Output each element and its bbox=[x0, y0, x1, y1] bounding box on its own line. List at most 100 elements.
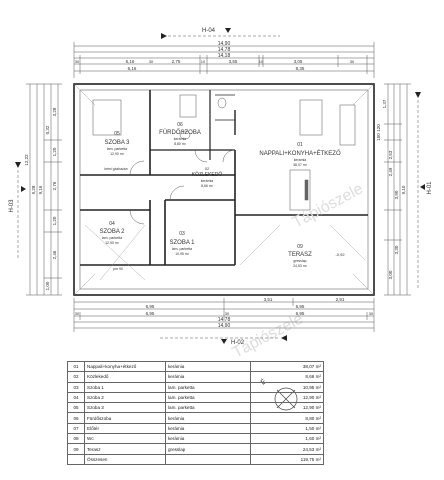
left-dim-2: 1,20 bbox=[52, 147, 57, 156]
watermark-bottom: Tápiószele bbox=[230, 310, 306, 361]
area-cell: 12,90 m² bbox=[250, 402, 324, 414]
bottom-dim-5: 14,90 bbox=[218, 323, 231, 329]
left-dim-8: 9,28 bbox=[31, 185, 36, 194]
room-name-cell: Szoba 3 bbox=[84, 402, 166, 414]
bottom-dim-1b: 2,91 bbox=[336, 297, 345, 302]
room-number-cell: 01 bbox=[67, 360, 85, 373]
top-dim-4g: 10 bbox=[259, 59, 264, 64]
room-number: 06 bbox=[177, 122, 183, 128]
area-cell: 1,50 m² bbox=[250, 422, 324, 435]
room-number: 09 bbox=[297, 244, 303, 250]
room-floor: lam. parketta bbox=[172, 247, 192, 251]
building-walls bbox=[73, 83, 375, 296]
top-dim-3: 14,18 bbox=[218, 53, 231, 59]
top-dim-4b: 6,16 bbox=[126, 59, 135, 64]
room-name-cell: Közlekedő bbox=[84, 371, 166, 383]
section-label-bottom: H-02 bbox=[231, 340, 245, 346]
terrace-level: -0,92 bbox=[335, 252, 345, 257]
left-dim-7: 9,16 bbox=[38, 185, 43, 194]
chimney-note: kémi gázkazán bbox=[104, 167, 127, 171]
right-dim-7: 9,10 bbox=[401, 185, 406, 194]
floor-type-cell: kerámia bbox=[165, 371, 251, 383]
room-number: 05 bbox=[114, 131, 120, 137]
room-name: SZOBA 3 bbox=[104, 140, 130, 146]
top-dim-4d: 2,75 bbox=[172, 59, 181, 64]
bottom-dim-3c: 30 bbox=[225, 311, 230, 316]
room-floor: lam. parketta bbox=[102, 236, 122, 240]
room-number-cell: 07 bbox=[67, 422, 85, 435]
room-number-cell: 08 bbox=[67, 433, 85, 445]
room-area: 24,53 m² bbox=[293, 264, 308, 268]
room-name: SZOBA 2 bbox=[99, 229, 125, 235]
right-dim-1: 1,37 bbox=[382, 99, 387, 108]
left-dim-1: 3,28 bbox=[52, 107, 57, 116]
top-dimension-lines bbox=[73, 42, 375, 78]
room-number-cell: 05 bbox=[67, 402, 85, 414]
right-dim-5: 2,49 bbox=[388, 167, 393, 176]
bottom-dim-1a: 3,51 bbox=[264, 297, 273, 302]
bottom-dim-3e: 30 bbox=[369, 311, 374, 316]
left-dim-6: 1,00 bbox=[45, 281, 50, 290]
room-number: 01 bbox=[297, 142, 303, 148]
top-dim-5a: 6,16 bbox=[128, 66, 137, 71]
floor-type-cell: lam. parketta bbox=[165, 381, 251, 393]
room-name-cell: Wc bbox=[84, 433, 166, 445]
left-dimension-lines bbox=[26, 83, 62, 296]
bottom-dim-2b: 6,95 bbox=[296, 304, 305, 309]
area-cell: 12,90 m² bbox=[250, 391, 324, 404]
top-dim-4c: 30 bbox=[149, 59, 154, 64]
section-label-left: H-03 bbox=[9, 199, 15, 213]
left-dim-10: 12,22 bbox=[24, 154, 29, 166]
room-number: 04 bbox=[109, 221, 115, 227]
top-dim-2: 14,78 bbox=[218, 47, 231, 53]
room-name-cell: Szoba 1 bbox=[84, 381, 166, 393]
bottom-dim-3d: 6,95 bbox=[296, 311, 305, 316]
total-area-cell: 119,75 m² bbox=[250, 453, 324, 465]
room-number-cell: 06 bbox=[67, 412, 85, 424]
area-cell: 38,07 m² bbox=[250, 360, 324, 373]
room-name: NAPPALI+KONYHA+ÉTKEZŐ bbox=[259, 150, 341, 157]
room-labels: 05 SZOBA 3 lam. parketta 12,90 m² 06 FÜR… bbox=[99, 122, 340, 268]
area-cell: 8,80 m² bbox=[250, 412, 324, 424]
floor-type-cell: lam. parketta bbox=[165, 391, 251, 404]
empty-cell bbox=[67, 453, 85, 465]
room-name: TERASZ bbox=[288, 252, 312, 258]
section-marker-bottom bbox=[160, 335, 287, 344]
table-total-row: Összesen 119,75 m² bbox=[67, 453, 324, 465]
right-dim-8: 3,30 bbox=[394, 245, 399, 254]
floor-type-cell: kerámia bbox=[165, 360, 251, 373]
floor-type-cell: kerámia bbox=[165, 412, 251, 424]
area-cell: 10,95 m² bbox=[250, 381, 324, 393]
top-dim-4f: 3,55 bbox=[229, 59, 238, 64]
right-dimension-lines bbox=[384, 83, 411, 296]
room-name-cell: Nappali+konyha+étkező bbox=[84, 360, 166, 373]
kitchen-furniture bbox=[92, 94, 356, 211]
room-area: 38,07 m² bbox=[293, 163, 308, 167]
section-marker-right bbox=[415, 92, 425, 290]
room-name: FÜRDŐSZOBA bbox=[159, 129, 201, 136]
room-floor: kerámia bbox=[201, 179, 214, 183]
right-dim-2: 120 bbox=[376, 124, 381, 132]
room-name-cell: Terasz bbox=[84, 443, 166, 455]
bottom-dim-3b: 6,95 bbox=[146, 311, 155, 316]
room-name: KÖZLEKEDŐ bbox=[192, 171, 223, 178]
room-floor: lam. parketta bbox=[107, 147, 127, 151]
room-number-cell: 02 bbox=[67, 371, 85, 383]
bottom-dimension-lines bbox=[73, 298, 375, 332]
right-dim-4: 2,53 bbox=[388, 150, 393, 159]
right-dim-9: 3,00 bbox=[388, 270, 393, 279]
area-cell: 8,66 m² bbox=[250, 371, 324, 383]
room-number-cell: 04 bbox=[67, 391, 85, 404]
terrace-slope-lines bbox=[84, 224, 366, 281]
total-label-cell: Összesen bbox=[84, 453, 166, 465]
room-name-cell: Fürdőszoba bbox=[84, 412, 166, 424]
area-cell: 1,60 m² bbox=[250, 433, 324, 445]
